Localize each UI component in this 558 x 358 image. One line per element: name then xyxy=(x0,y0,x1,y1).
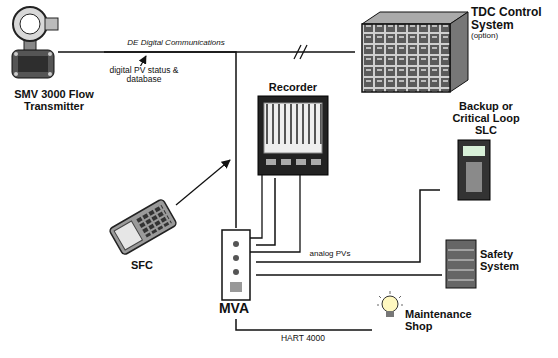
signal-wire xyxy=(256,274,442,276)
bulb-ray xyxy=(379,296,381,298)
sfc-illustration xyxy=(109,199,178,256)
transmitter-illustration xyxy=(12,7,104,78)
analog-wire xyxy=(250,175,262,238)
mva-led xyxy=(233,269,239,275)
slc-case xyxy=(458,140,490,200)
recorder-case xyxy=(258,96,328,175)
mva-terminal xyxy=(230,282,242,292)
bulb-glass xyxy=(382,296,398,312)
cabinet-shelf xyxy=(448,270,474,271)
device-label: Backup or Critical Loop SLC xyxy=(440,100,532,136)
transmitter-window xyxy=(20,14,40,34)
label-block: MVA xyxy=(212,301,256,316)
device-node: MVA xyxy=(212,228,256,319)
recorder-screen xyxy=(264,103,322,153)
device-label: (option) xyxy=(471,32,553,41)
cabinet-shelf xyxy=(448,280,474,281)
mva-led xyxy=(233,255,239,261)
transmitter-flange xyxy=(12,50,54,78)
safety-cabinet xyxy=(446,240,476,288)
transmitter-head xyxy=(13,7,47,41)
bulb-illustration xyxy=(377,291,403,317)
bulb-ray xyxy=(377,305,379,306)
bolt xyxy=(48,52,52,56)
label-block: SMV 3000 Flow Transmitter xyxy=(4,88,104,112)
device-label: Maintenance Shop xyxy=(405,308,501,332)
bulb-ray xyxy=(401,305,403,306)
bulb-ray xyxy=(390,291,391,294)
bulb-base xyxy=(386,311,394,317)
signal-wire xyxy=(256,190,440,262)
mva-illustration xyxy=(222,230,250,300)
wire-label: analog PVs xyxy=(308,250,353,259)
slc-display xyxy=(463,146,485,156)
device-node: SMV 3000 Flow Transmitter xyxy=(4,6,104,115)
device-label: Safety System xyxy=(480,248,550,272)
label-block: SFC xyxy=(104,259,180,271)
slc-illustration xyxy=(458,140,490,200)
recorder-key xyxy=(266,159,276,165)
cabinet-shelf xyxy=(448,250,474,251)
recorder-key xyxy=(311,159,321,165)
bolt xyxy=(14,52,18,56)
annotation-text: HART 4000 xyxy=(268,334,338,343)
recorder-illustration xyxy=(258,96,328,175)
device-node: Backup or Critical Loop SLC xyxy=(440,100,532,204)
device-node: Maintenance Shop xyxy=(372,290,502,335)
recorder-key xyxy=(281,159,291,165)
slc-panel xyxy=(466,162,482,192)
device-node: SFC xyxy=(104,195,180,274)
sfc-keypad xyxy=(135,204,172,238)
analog-wire xyxy=(250,175,300,252)
device-node: Recorder xyxy=(248,80,338,178)
sfc-case xyxy=(109,199,178,256)
recorder-key xyxy=(296,159,306,165)
device-label: MVA xyxy=(212,301,256,316)
device-label: SFC xyxy=(104,259,180,271)
device-node: TDC Control System(option) xyxy=(355,4,555,94)
cabinet-front xyxy=(362,24,450,92)
transmitter-cap xyxy=(45,18,58,30)
transmitter-body xyxy=(18,56,48,72)
device-label: Recorder xyxy=(248,81,338,93)
sfc-screen xyxy=(114,221,142,250)
bolt xyxy=(14,72,18,76)
label-block: Safety System xyxy=(480,248,550,272)
wire-label: DE Digital Communications xyxy=(125,39,226,48)
bolt xyxy=(48,72,52,76)
label-block: Recorder xyxy=(248,81,338,93)
cabinet-illustration xyxy=(362,12,468,92)
mva-case xyxy=(222,230,250,300)
cabinet-side xyxy=(450,12,468,92)
label-block: Backup or Critical Loop SLC xyxy=(440,100,532,136)
device-label: TDC Control System xyxy=(471,6,553,32)
annotation-text: digital PV status & database xyxy=(108,66,180,85)
bulb-ray xyxy=(399,296,401,298)
device-node: Safety System xyxy=(442,236,552,290)
mva-led xyxy=(233,241,239,247)
wire-stub xyxy=(58,51,104,53)
cabinet-shelf xyxy=(448,260,474,261)
signal-wire xyxy=(104,52,236,228)
leader-arrow xyxy=(176,160,230,205)
signal-wire xyxy=(236,319,372,330)
safety-illustration xyxy=(446,240,476,288)
signal-wire xyxy=(256,178,275,245)
device-label: SMV 3000 Flow Transmitter xyxy=(4,88,104,112)
label-block: Maintenance Shop xyxy=(405,308,501,332)
label-block: TDC Control System(option) xyxy=(471,6,553,41)
